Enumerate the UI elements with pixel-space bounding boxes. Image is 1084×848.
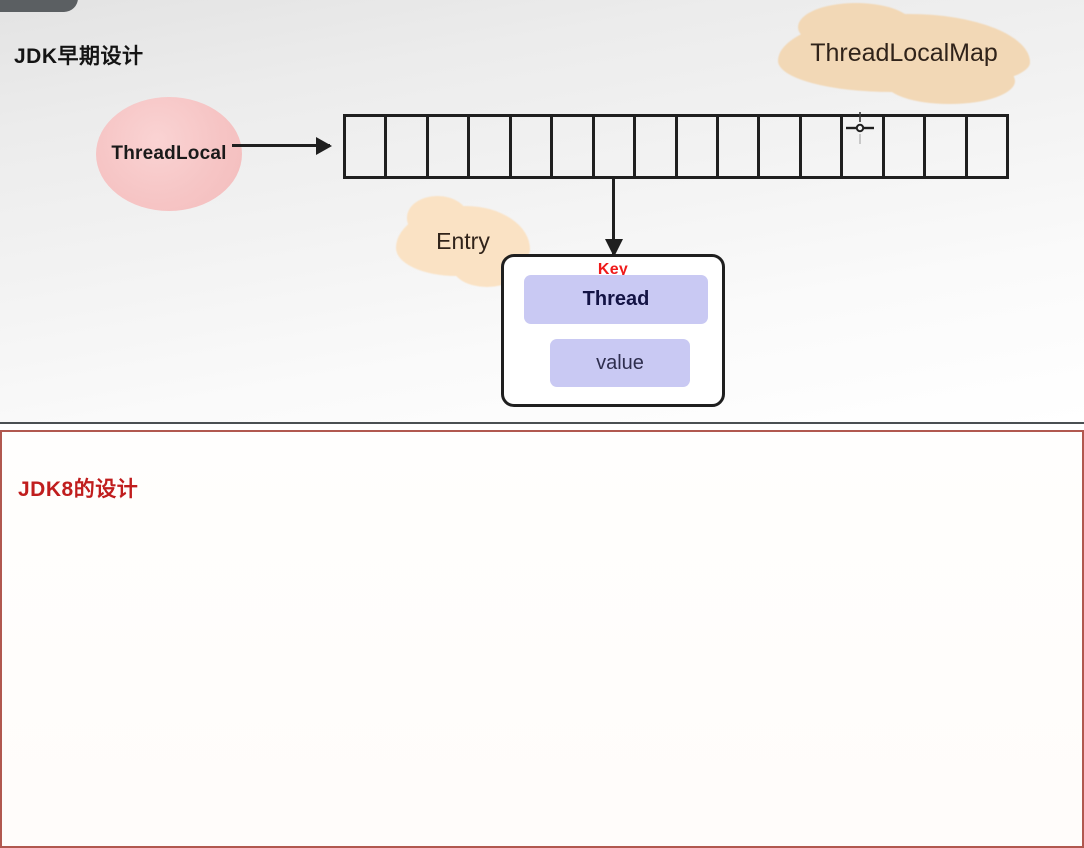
threadlocalmap-label-top: ThreadLocalMap: [778, 3, 1030, 105]
node-threadlocal-label: ThreadLocal: [111, 143, 227, 164]
page-title-jdk8: JDK8的设计: [18, 478, 139, 502]
bucket-cell: [346, 117, 388, 176]
bucket-cell: [926, 117, 968, 176]
bucket-cell: [719, 117, 761, 176]
key-caption-top: Key: [597, 261, 629, 278]
entry-key-slot-top: Thread: [524, 275, 708, 324]
bucket-cell: [429, 117, 471, 176]
bucket-cell: [636, 117, 678, 176]
panel-jdk-early-design: JDK早期设计 ThreadLocalMap ThreadLocal: [0, 0, 1084, 424]
bucket-cell: [843, 117, 885, 176]
highlighter-cloud-shape: [778, 3, 1030, 105]
bucket-cell: [595, 117, 637, 176]
entry-value-slot-top: value: [550, 339, 690, 387]
threadlocalmap-bucket-array-top: [343, 114, 1009, 179]
bucket-cell: [885, 117, 927, 176]
bucket-cell: [470, 117, 512, 176]
node-threadlocal-circle: ThreadLocal: [96, 97, 242, 211]
page-title-jdk-early: JDK早期设计: [14, 45, 144, 69]
bucket-cell: [678, 117, 719, 176]
bucket-cell: [968, 117, 1006, 176]
arrow-threadlocal-to-array: [232, 144, 330, 147]
bucket-cell: [387, 117, 429, 176]
bucket-cell: [553, 117, 595, 176]
corner-tab-decoration: [0, 0, 78, 12]
arrow-array-to-entry-top: [612, 179, 615, 255]
bucket-cell: [760, 117, 802, 176]
bucket-cell: [512, 117, 554, 176]
entry-key-value-top: Thread: [582, 288, 650, 310]
panel-jdk8-design: JDK8的设计 ThreadLocalMap Thread Entry: [0, 430, 1084, 848]
entry-box-top: Key Thread value: [501, 254, 725, 407]
threadlocalmap-label-text: ThreadLocalMap: [810, 38, 998, 67]
entry-value-text-top: value: [596, 351, 644, 374]
bucket-cell: [802, 117, 844, 176]
entry-label-text: Entry: [436, 227, 490, 254]
